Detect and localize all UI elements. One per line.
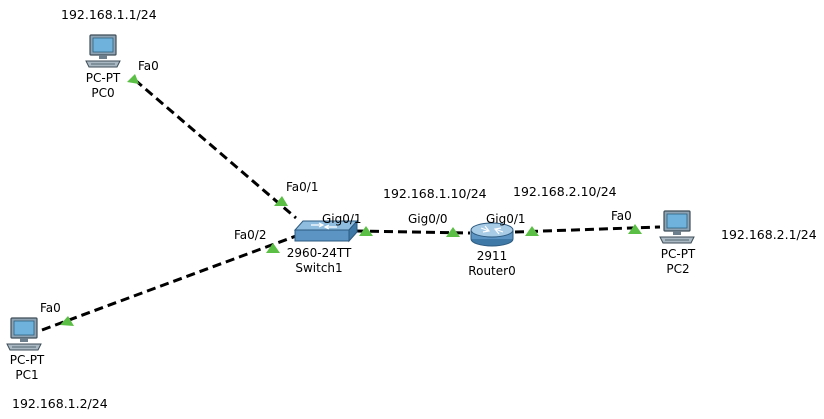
switch-icon[interactable] xyxy=(293,219,359,243)
router0-gig01-ip-label: 192.168.2.10/24 xyxy=(513,184,617,199)
router0-gig01-label: Gig0/1 xyxy=(486,212,526,226)
router-icon[interactable] xyxy=(469,221,515,247)
pc0-ip-label: 192.168.1.1/24 xyxy=(61,7,157,22)
link-pc1-switch1[interactable] xyxy=(41,234,297,332)
link-status-up-icon xyxy=(274,196,288,206)
pc1-name-label: PC1 xyxy=(15,368,39,382)
switch1-gig01-label: Gig0/1 xyxy=(322,212,362,226)
switch1-model-label: 2960-24TT xyxy=(286,246,352,260)
pc-icon[interactable] xyxy=(6,317,42,351)
switch1-name-label: Switch1 xyxy=(295,261,343,275)
router0-model-label: 2911 xyxy=(476,249,508,263)
pc1-ip-label: 192.168.1.2/24 xyxy=(12,396,108,411)
switch1-fa02-label: Fa0/2 xyxy=(234,228,267,242)
link-status-up-icon xyxy=(127,74,139,84)
link-status-up-icon xyxy=(60,316,74,326)
pc0-model-label: PC-PT xyxy=(85,71,121,85)
link-status-up-icon xyxy=(525,226,539,236)
pc1-port-label: Fa0 xyxy=(40,301,61,315)
pc1-model-label: PC-PT xyxy=(9,353,45,367)
link-status-up-icon xyxy=(628,224,642,234)
pc2-port-label: Fa0 xyxy=(611,209,632,223)
link-pc0-switch1[interactable] xyxy=(134,78,297,220)
pc-icon[interactable] xyxy=(659,210,695,244)
pc0-name-label: PC0 xyxy=(91,86,115,100)
router0-name-label: Router0 xyxy=(468,264,516,278)
switch1-fa01-label: Fa0/1 xyxy=(286,180,319,194)
pc2-ip-label: 192.168.2.1/24 xyxy=(721,227,817,242)
link-status-up-icon xyxy=(266,243,280,253)
pc-icon[interactable] xyxy=(85,34,121,68)
pc2-model-label: PC-PT xyxy=(660,247,696,261)
link-switch1-router0[interactable] xyxy=(355,229,471,235)
pc0-port-label: Fa0 xyxy=(138,59,159,73)
link-status-up-icon xyxy=(359,226,373,236)
link-status-up-icon xyxy=(446,227,460,237)
router0-gig00-label: Gig0/0 xyxy=(408,212,448,226)
pc2-name-label: PC2 xyxy=(666,262,690,276)
router0-gig00-ip-label: 192.168.1.10/24 xyxy=(383,186,487,201)
